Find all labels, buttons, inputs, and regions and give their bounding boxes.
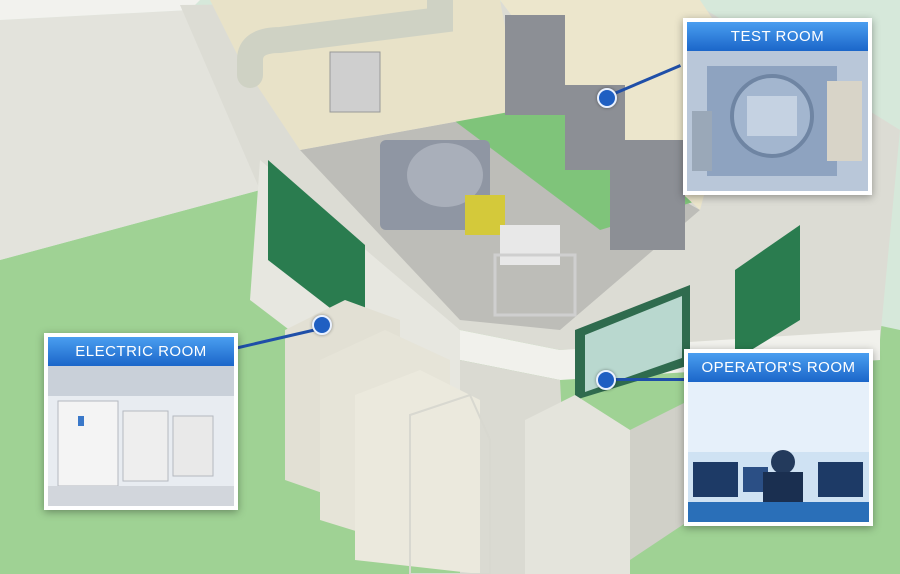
electric-room-label: ELECTRIC ROOM xyxy=(48,337,234,366)
electric-room-photo xyxy=(48,366,234,506)
heat-sink-fins xyxy=(409,393,491,574)
operator-window-glass xyxy=(585,296,682,392)
wall-top-left xyxy=(0,0,200,20)
cabinet-1 xyxy=(505,15,565,115)
test-room-photo xyxy=(687,51,868,191)
coupling-guard xyxy=(465,195,505,235)
test-stand xyxy=(493,253,577,317)
operators-room-callout: OPERATOR'S ROOM xyxy=(684,349,873,526)
operators-room-photo xyxy=(688,382,869,522)
operators-room-leader-line xyxy=(606,378,686,381)
electric-cabinet-3 xyxy=(355,370,480,574)
test-unit xyxy=(500,225,560,265)
electric-room-callout: ELECTRIC ROOM xyxy=(44,333,238,510)
operators-room-marker[interactable] xyxy=(596,370,616,390)
cabinet-3 xyxy=(610,140,685,250)
operators-room-label: OPERATOR'S ROOM xyxy=(688,353,869,382)
door-right xyxy=(735,225,800,360)
electric-room-marker[interactable] xyxy=(312,315,332,335)
vent-grille xyxy=(329,51,381,113)
air-duct xyxy=(237,0,453,88)
door-left xyxy=(268,160,365,335)
test-room-marker[interactable] xyxy=(597,88,617,108)
test-room-label: TEST ROOM xyxy=(687,22,868,51)
outer-wall-left xyxy=(0,10,260,260)
test-room-callout: TEST ROOM xyxy=(683,18,872,195)
dynamometer-drum xyxy=(407,143,483,207)
operator-cabinet xyxy=(525,395,630,574)
operator-desk xyxy=(630,400,690,560)
